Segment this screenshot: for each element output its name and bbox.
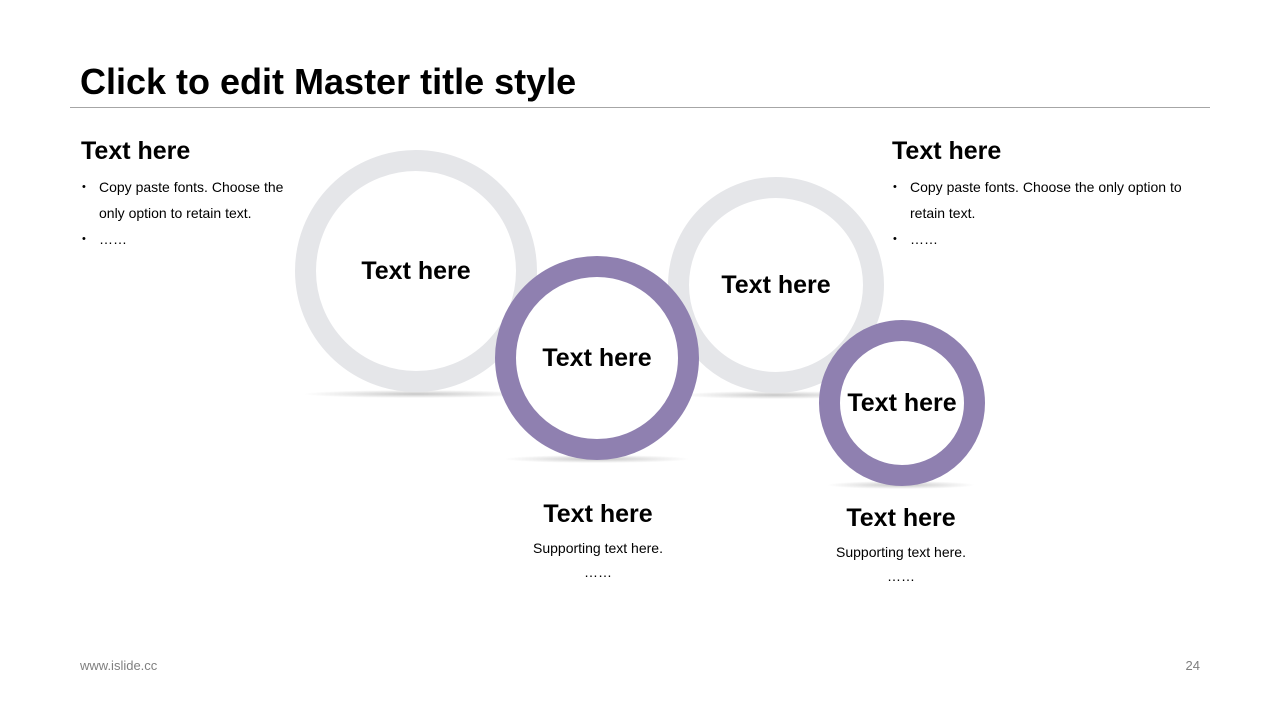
caption-support-text[interactable]: Supporting text here.: [836, 544, 966, 560]
circle-label: Text here: [361, 257, 471, 285]
caption-heading[interactable]: Text here: [846, 504, 956, 532]
right-bullet-item[interactable]: Copy paste fonts. Choose the only option…: [892, 174, 1212, 226]
page-number: 24: [1185, 658, 1200, 673]
left-block-heading[interactable]: Text here: [81, 137, 191, 165]
right-text-block: Text here Copy paste fonts. Choose the o…: [892, 136, 1212, 252]
right-bullet-item[interactable]: ……: [892, 226, 1212, 252]
circle-label: Text here: [721, 271, 831, 299]
purple-circle-1[interactable]: Text here: [495, 256, 699, 460]
caption-block-1: Text here Supporting text here. ……: [498, 499, 698, 581]
left-bullet-item[interactable]: ……: [81, 226, 306, 252]
left-bullet-item[interactable]: Copy paste fonts. Choose the only option…: [81, 174, 306, 226]
caption-support-text[interactable]: Supporting text here.: [533, 540, 663, 556]
right-block-heading[interactable]: Text here: [892, 137, 1002, 165]
circle-label: Text here: [847, 389, 957, 417]
caption-block-2: Text here Supporting text here. ……: [801, 503, 1001, 585]
caption-ellipsis[interactable]: ……: [887, 568, 915, 584]
caption-heading[interactable]: Text here: [543, 500, 653, 528]
title-divider: [70, 107, 1210, 108]
footer-url: www.islide.cc: [80, 658, 158, 673]
left-bullet-list: Copy paste fonts. Choose the only option…: [81, 174, 306, 252]
purple-circle-2[interactable]: Text here: [819, 320, 985, 486]
circle-label: Text here: [542, 344, 652, 372]
slide-title[interactable]: Click to edit Master title style: [80, 61, 577, 102]
caption-ellipsis[interactable]: ……: [584, 564, 612, 580]
circle-shadow: [683, 391, 867, 399]
left-text-block: Text here Copy paste fonts. Choose the o…: [81, 136, 306, 252]
circle-shadow: [305, 390, 527, 398]
right-bullet-list: Copy paste fonts. Choose the only option…: [892, 174, 1212, 252]
